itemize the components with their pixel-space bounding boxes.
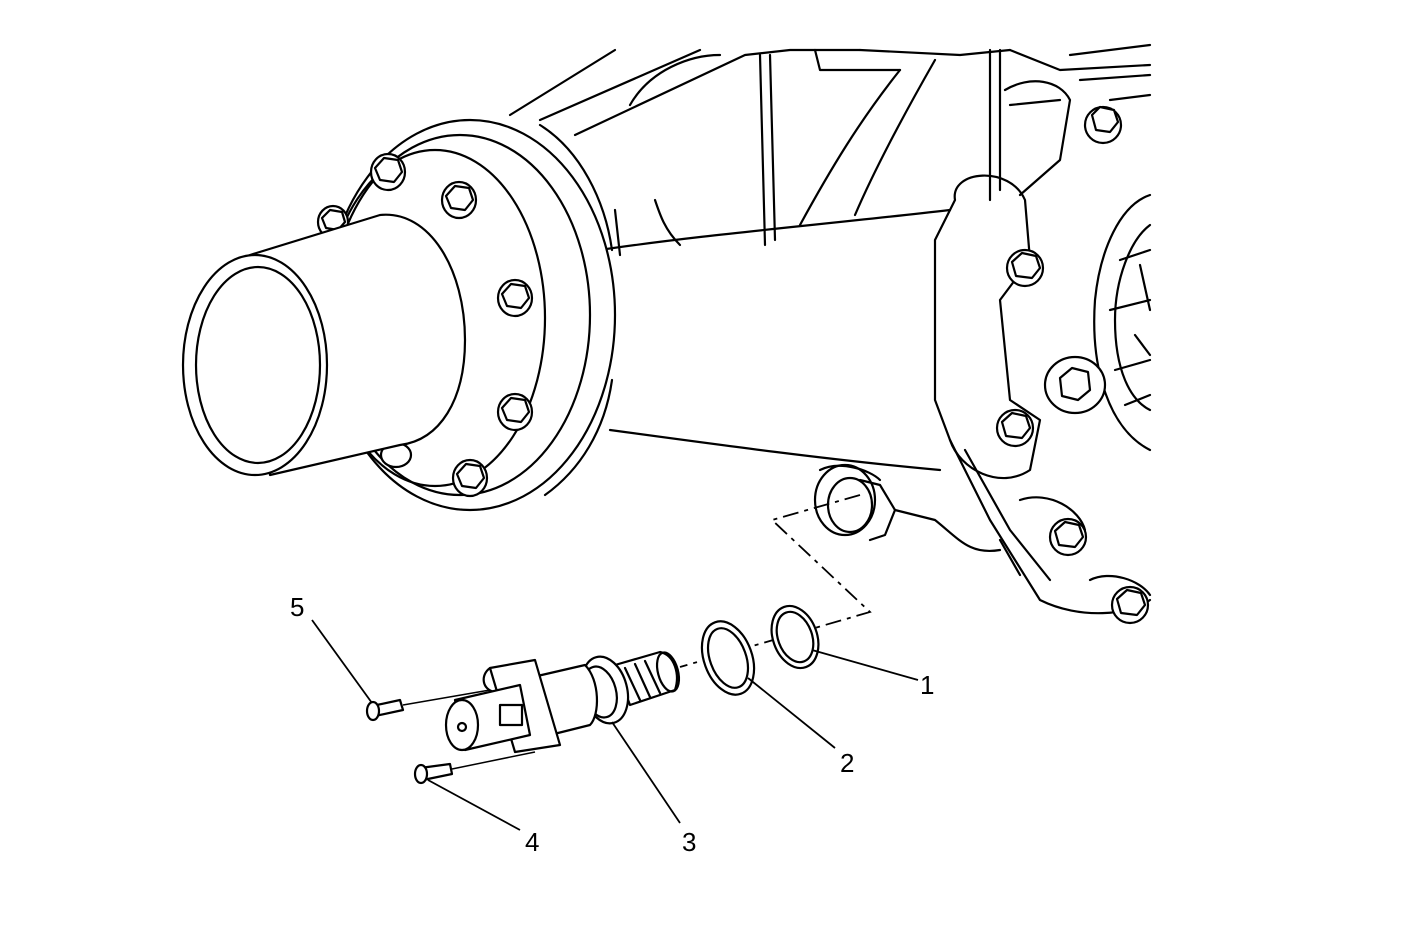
cover-bolt xyxy=(1005,248,1045,288)
leader-line-3 xyxy=(611,721,681,824)
part-5-bolt xyxy=(365,689,491,722)
cover-bolt xyxy=(1110,585,1150,625)
flange-bolt xyxy=(451,458,489,498)
leader-line-2 xyxy=(747,677,836,749)
leader-line-5 xyxy=(311,619,373,704)
axle-tube xyxy=(181,213,467,477)
flange-bolt xyxy=(496,392,534,432)
callout-3: 3 xyxy=(682,827,696,857)
cover-bolt xyxy=(1083,105,1123,145)
drain-plug xyxy=(1043,355,1107,415)
part-4-bolt xyxy=(413,751,536,785)
flange-bolt xyxy=(496,278,534,318)
part-1-seal-ring xyxy=(770,604,820,670)
callout-5: 5 xyxy=(290,592,304,622)
part-3-speed-sensor xyxy=(444,650,681,754)
leader-line-1 xyxy=(811,649,919,681)
leader-line-4 xyxy=(427,779,521,831)
cover-bolt xyxy=(1048,517,1088,557)
cover-bolt xyxy=(995,408,1035,448)
sensor-bore xyxy=(813,463,1002,553)
callout-1: 1 xyxy=(920,670,934,700)
callout-4: 4 xyxy=(525,827,539,857)
callout-2: 2 xyxy=(840,748,854,778)
flange-bolt xyxy=(369,152,407,192)
part-2-gasket-ring xyxy=(700,620,756,696)
flange-bolt xyxy=(440,180,478,220)
axle-housing xyxy=(508,43,1152,625)
